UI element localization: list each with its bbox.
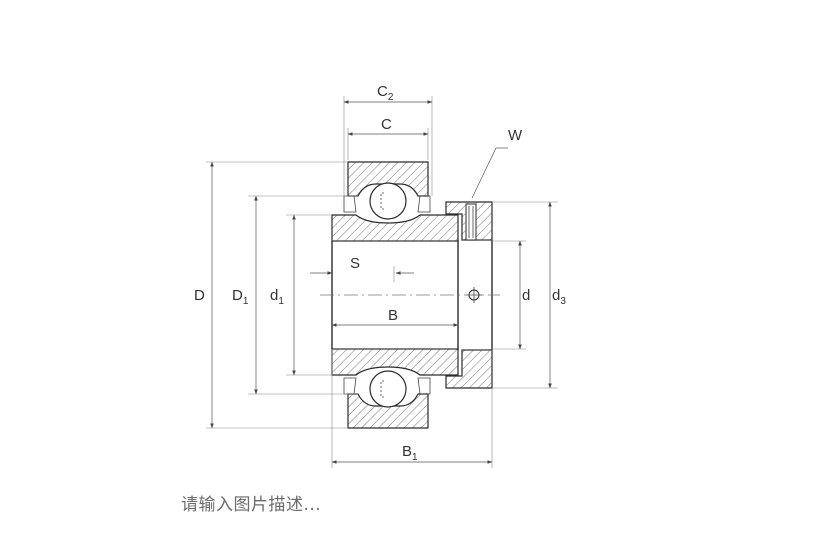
dimension-lines bbox=[210, 100, 552, 464]
label-c2: C2 bbox=[377, 83, 394, 103]
ball-top bbox=[369, 182, 407, 220]
cage-top bbox=[380, 192, 384, 210]
label-d3: d3 bbox=[552, 287, 566, 307]
ball-bottom bbox=[369, 370, 407, 408]
label-s: S bbox=[350, 255, 360, 272]
bearing-drawing: C2 C W D D1 d1 S B d d3 B1 bbox=[194, 83, 566, 468]
inner-ring-bottom bbox=[331, 348, 459, 376]
outer-ring-top bbox=[347, 161, 429, 197]
label-d-bore: d bbox=[522, 287, 530, 304]
label-d-outer: D bbox=[194, 287, 205, 304]
label-b1: B1 bbox=[402, 443, 418, 463]
label-w: W bbox=[508, 127, 523, 144]
image-caption-input[interactable]: 请输入图片描述... bbox=[181, 495, 322, 515]
inner-ring-top bbox=[331, 214, 459, 242]
label-d1-outer: D1 bbox=[232, 287, 249, 307]
label-c: C bbox=[381, 116, 392, 133]
label-d1-inner: d1 bbox=[270, 287, 284, 307]
label-b: B bbox=[388, 307, 398, 324]
cage-bottom bbox=[380, 380, 384, 398]
outer-ring-bottom bbox=[347, 393, 429, 429]
